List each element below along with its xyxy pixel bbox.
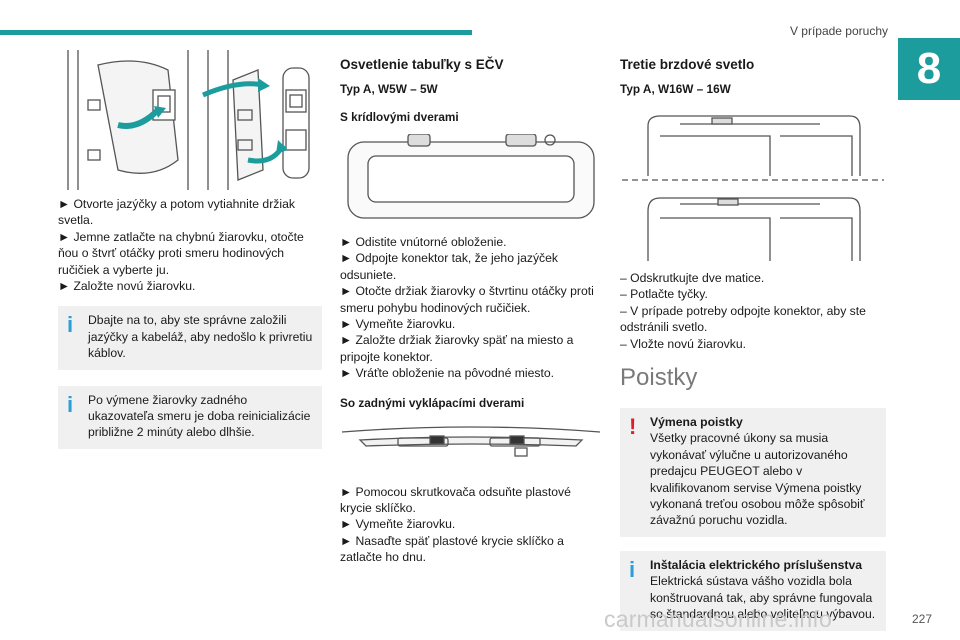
warning-note: ! Výmena poistky Všetky pracovné úkony s… bbox=[620, 408, 886, 537]
instruction-step: – Odskrutkujte dve matice. bbox=[620, 271, 765, 285]
instruction-step: ► Založte držiak žiarovky späť na miesto… bbox=[340, 333, 574, 364]
info-note: i Inštalácia elektrického príslušenstva … bbox=[620, 550, 886, 631]
column-left: ► Otvorte jazýčky a potom vytiahnite drž… bbox=[58, 50, 322, 449]
instructions-list: – Odskrutkujte dve matice. – Potlačte ty… bbox=[620, 270, 886, 352]
bulb-type: Typ A, W16W – 16W bbox=[620, 82, 731, 96]
info-icon: i bbox=[67, 391, 74, 417]
instruction-step: ► Nasaďte späť plastové krycie sklíčko a… bbox=[340, 533, 564, 565]
instruction-step: ► Jemne zatlačte na chybnú žiarovku, oto… bbox=[58, 229, 304, 277]
info-note-title: Inštalácia elektrického príslušenstva bbox=[650, 557, 863, 572]
chapter-title: V prípade poruchy bbox=[789, 24, 888, 38]
info-note-text: Elektrická sústava vášho vozidla bola ko… bbox=[650, 574, 876, 622]
column-right: Tretie brzdové svetlo Typ A, W16W – 16W … bbox=[620, 57, 886, 631]
chapter-number-badge: 8 bbox=[898, 38, 960, 100]
instruction-step: ► Vráťte obloženie na pôvodné miesto. bbox=[340, 366, 555, 381]
warning-icon: ! bbox=[629, 414, 637, 440]
instruction-step: – Vložte novú žiarovku. bbox=[620, 336, 747, 351]
plate-light-wing-door-illustration bbox=[347, 134, 595, 219]
info-note: i Po výmene žiarovky zadného ukazovateľa… bbox=[58, 385, 322, 449]
watermark: carmanualsonline.info bbox=[604, 606, 832, 632]
bulb-type: Typ A, W5W – 5W bbox=[340, 82, 438, 96]
info-icon: i bbox=[629, 556, 636, 582]
info-note-text: Po výmene žiarovky zadného ukazovateľa s… bbox=[88, 392, 311, 440]
instruction-step: ► Otočte držiak žiarovky o štvrtinu otáč… bbox=[340, 284, 594, 315]
info-note: i Dbajte na to, aby ste správne založili… bbox=[58, 306, 322, 370]
info-note-text: Dbajte na to, aby ste správne založili j… bbox=[88, 313, 313, 361]
instructions-list: ► Pomocou skrutkovača odsuňte plastové k… bbox=[340, 484, 602, 566]
info-icon: i bbox=[67, 312, 74, 338]
section-heading-fuses: Poistky bbox=[620, 364, 698, 392]
instruction-step: ► Otvorte jazýčky a potom vytiahnite drž… bbox=[58, 197, 295, 228]
instruction-step: ► Odistite vnútorné obloženie. bbox=[340, 235, 507, 249]
instruction-step: ► Odpojte konektor tak, že jeho jazýček … bbox=[340, 251, 559, 282]
section-title: Osvetlenie tabuľky s EČV bbox=[340, 57, 504, 72]
instruction-step: ► Založte novú žiarovku. bbox=[58, 279, 196, 294]
instruction-step: – V prípade potreby odpojte konektor, ab… bbox=[620, 303, 866, 335]
warning-note-text: Všetky pracovné úkony sa musia vykonávať… bbox=[650, 431, 865, 528]
bulb-holder-illustration bbox=[67, 50, 310, 190]
warning-note-title: Výmena poistky bbox=[650, 415, 743, 430]
page-number: 227 bbox=[911, 612, 932, 626]
column-middle: Osvetlenie tabuľky s EČV Typ A, W5W – 5W… bbox=[340, 57, 602, 566]
header-accent-bar bbox=[0, 30, 472, 35]
instructions-list: ► Odistite vnútorné obloženie. ► Odpojte… bbox=[340, 234, 602, 382]
instruction-step: – Potlačte tyčky. bbox=[620, 287, 708, 302]
plate-light-tailgate-illustration bbox=[341, 426, 601, 457]
third-brake-light-illustration bbox=[622, 115, 884, 261]
subsection-title: So zadnými vyklápacími dverami bbox=[340, 395, 525, 410]
instruction-step: ► Vymeňte žiarovku. bbox=[340, 517, 456, 532]
section-title: Tretie brzdové svetlo bbox=[620, 57, 755, 72]
instructions-list: ► Otvorte jazýčky a potom vytiahnite drž… bbox=[58, 196, 322, 294]
instruction-step: ► Pomocou skrutkovača odsuňte plastové k… bbox=[340, 484, 571, 516]
instruction-step: ► Vymeňte žiarovku. bbox=[340, 317, 456, 332]
subsection-title: S krídlovými dverami bbox=[340, 110, 459, 124]
